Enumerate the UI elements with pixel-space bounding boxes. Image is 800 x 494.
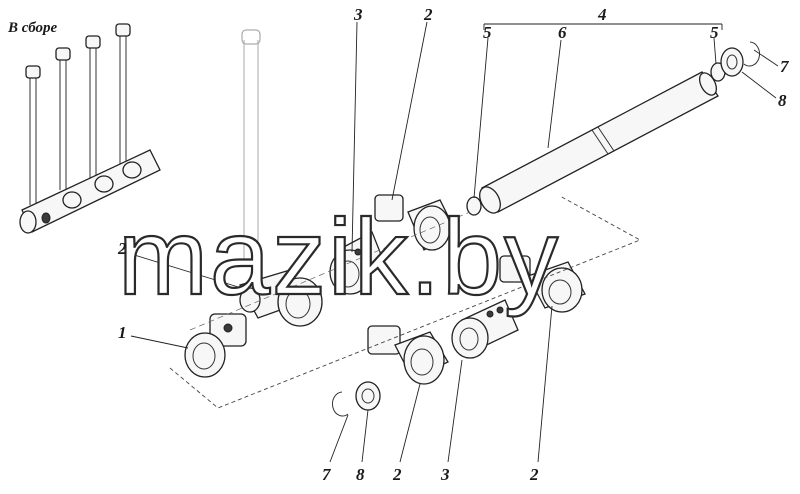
leader-lines: [130, 21, 779, 463]
yoke-part-2-right: [499, 255, 586, 313]
yoke-part-2-lower: [367, 325, 449, 385]
snap-ring-part-7-bottom: [332, 391, 349, 417]
callout-3-bottom: 3: [440, 465, 450, 484]
snap-ring-part-7-right: [743, 41, 760, 67]
washer-part-8-right: [720, 47, 744, 77]
watermark: mazik.by: [118, 196, 560, 317]
callout-7-right: 7: [780, 57, 790, 76]
callout-8-right: 8: [778, 91, 787, 110]
callout-2-bottom-right: 2: [529, 465, 539, 484]
ghost-shaft: [241, 29, 261, 265]
shaft-part-6: [479, 71, 719, 214]
cross-yoke-part-3-lower: [451, 299, 519, 359]
cross-yoke-part-3-upper: [329, 231, 385, 295]
callout-2-left: 2: [117, 239, 127, 258]
callout-2-top: 2: [423, 5, 433, 24]
yoke-part-1: [184, 313, 247, 378]
callout-6: 6: [558, 23, 567, 42]
yoke-part-2-upper: [374, 194, 457, 251]
assembly-axis: [189, 211, 471, 331]
assembled-unit: [19, 23, 161, 234]
callout-4: 4: [597, 5, 607, 24]
assembly-outline: [169, 195, 642, 409]
callout-1: 1: [118, 323, 127, 342]
callout-3-top: 3: [353, 5, 363, 24]
washer-part-8-bottom: [355, 381, 381, 411]
callout-8-bottom: 8: [356, 465, 365, 484]
callout-5-right: 5: [710, 23, 719, 42]
callout-7-bottom: 7: [322, 465, 332, 484]
assembled-caption: В сборе: [7, 20, 58, 36]
callout-5-left: 5: [483, 23, 492, 42]
yoke-part-2-left: [239, 269, 323, 327]
callout-2-bottom-left: 2: [392, 465, 402, 484]
